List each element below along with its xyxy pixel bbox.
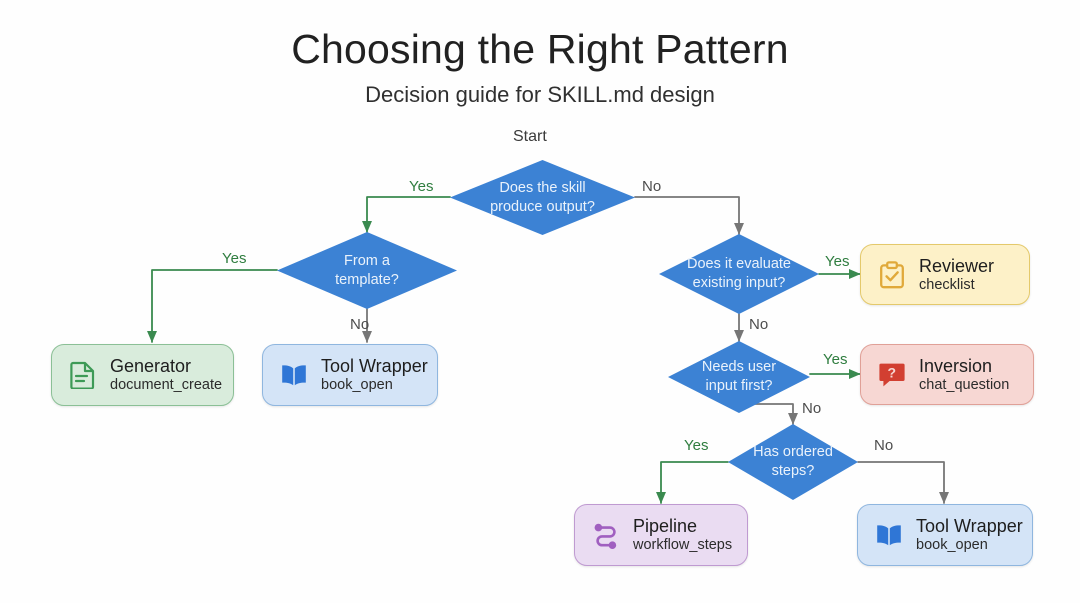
workflow-icon [591, 520, 621, 550]
outcome-subtitle: document_create [110, 377, 223, 393]
edge-label-ordered-steps-no: No [874, 437, 894, 454]
svg-text:?: ? [888, 364, 897, 380]
outcome-text: Tool Wrapper book_open [916, 516, 1023, 553]
decision-label: Does the skill produce output? [490, 179, 595, 215]
outcome-text: Reviewer checklist [919, 256, 994, 293]
decision-evaluate-input[interactable]: Does it evaluate existing input? [659, 234, 819, 314]
decision-needs-user-input[interactable]: Needs user input first? [668, 341, 810, 413]
outcome-title: Pipeline [633, 516, 698, 537]
decision-produce-output[interactable]: Does the skill produce output? [450, 160, 635, 235]
wire-produce-output-yes [361, 196, 451, 233]
outcome-card-tool-wrapper-right[interactable]: Tool Wrapper book_open [857, 504, 1033, 566]
outcome-card-generator[interactable]: Generator document_create [51, 344, 234, 406]
decision-label: From a template? [335, 252, 399, 288]
chat-question-icon: ? [877, 360, 907, 390]
edge-label-produce-output-yes: Yes [409, 178, 434, 195]
outcome-title: Tool Wrapper [321, 356, 428, 377]
outcome-subtitle: chat_question [919, 376, 1010, 393]
edge-label-evaluate-input-no: No [749, 316, 769, 333]
decision-label: Has ordered steps? [753, 444, 833, 479]
outcome-card-tool-wrapper-left[interactable]: Tool Wrapper book_open [262, 344, 438, 406]
book-icon [279, 360, 309, 390]
page-subtitle: Decision guide for SKILL.md design [365, 82, 715, 107]
outcome-text: Generator document_create [110, 356, 222, 393]
outcome-title: Reviewer [919, 255, 995, 276]
wire-from-template-yes [146, 269, 278, 343]
edge-label-needs-user-input-yes: Yes [823, 351, 848, 368]
outcome-text: Inversion chat_question [919, 356, 1009, 393]
decision-from-template[interactable]: From a template? [277, 232, 457, 309]
decision-label: Does it evaluate existing input? [687, 256, 791, 291]
decision-label: Needs user input first? [701, 359, 777, 394]
edge-label-from-template-yes: Yes [222, 250, 247, 267]
outcome-text: Tool Wrapper book_open [321, 356, 428, 393]
outcome-subtitle: checklist [919, 276, 975, 293]
wire-ordered-steps-no [857, 461, 950, 504]
book-icon [874, 520, 904, 550]
wire-ordered-steps-yes [655, 461, 729, 504]
edge-label-evaluate-input-yes: Yes [825, 253, 850, 270]
document-icon [68, 360, 98, 390]
clipboard-check-icon [877, 260, 907, 290]
edge-label-needs-user-input-no: No [802, 400, 822, 417]
outcome-card-inversion[interactable]: ? Inversion chat_question [860, 344, 1034, 405]
start-label: Start [513, 128, 547, 145]
edge-label-from-template-no: No [350, 316, 370, 333]
outcome-text: Pipeline workflow_steps [633, 516, 732, 553]
page-title: Choosing the Right Pattern [291, 26, 789, 72]
outcome-card-reviewer[interactable]: Reviewer checklist [860, 244, 1030, 305]
wire-produce-output-no [634, 196, 745, 235]
outcome-title: Inversion [919, 355, 993, 376]
outcome-subtitle: book_open [916, 537, 988, 553]
outcome-subtitle: workflow_steps [633, 537, 733, 553]
decision-ordered-steps[interactable]: Has ordered steps? [728, 424, 858, 500]
outcome-title: Generator [110, 356, 192, 377]
edge-label-ordered-steps-yes: Yes [684, 437, 709, 454]
edge-label-produce-output-no: No [642, 178, 662, 195]
outcome-subtitle: book_open [321, 377, 393, 393]
outcome-title: Tool Wrapper [916, 516, 1023, 537]
outcome-card-pipeline[interactable]: Pipeline workflow_steps [574, 504, 748, 566]
